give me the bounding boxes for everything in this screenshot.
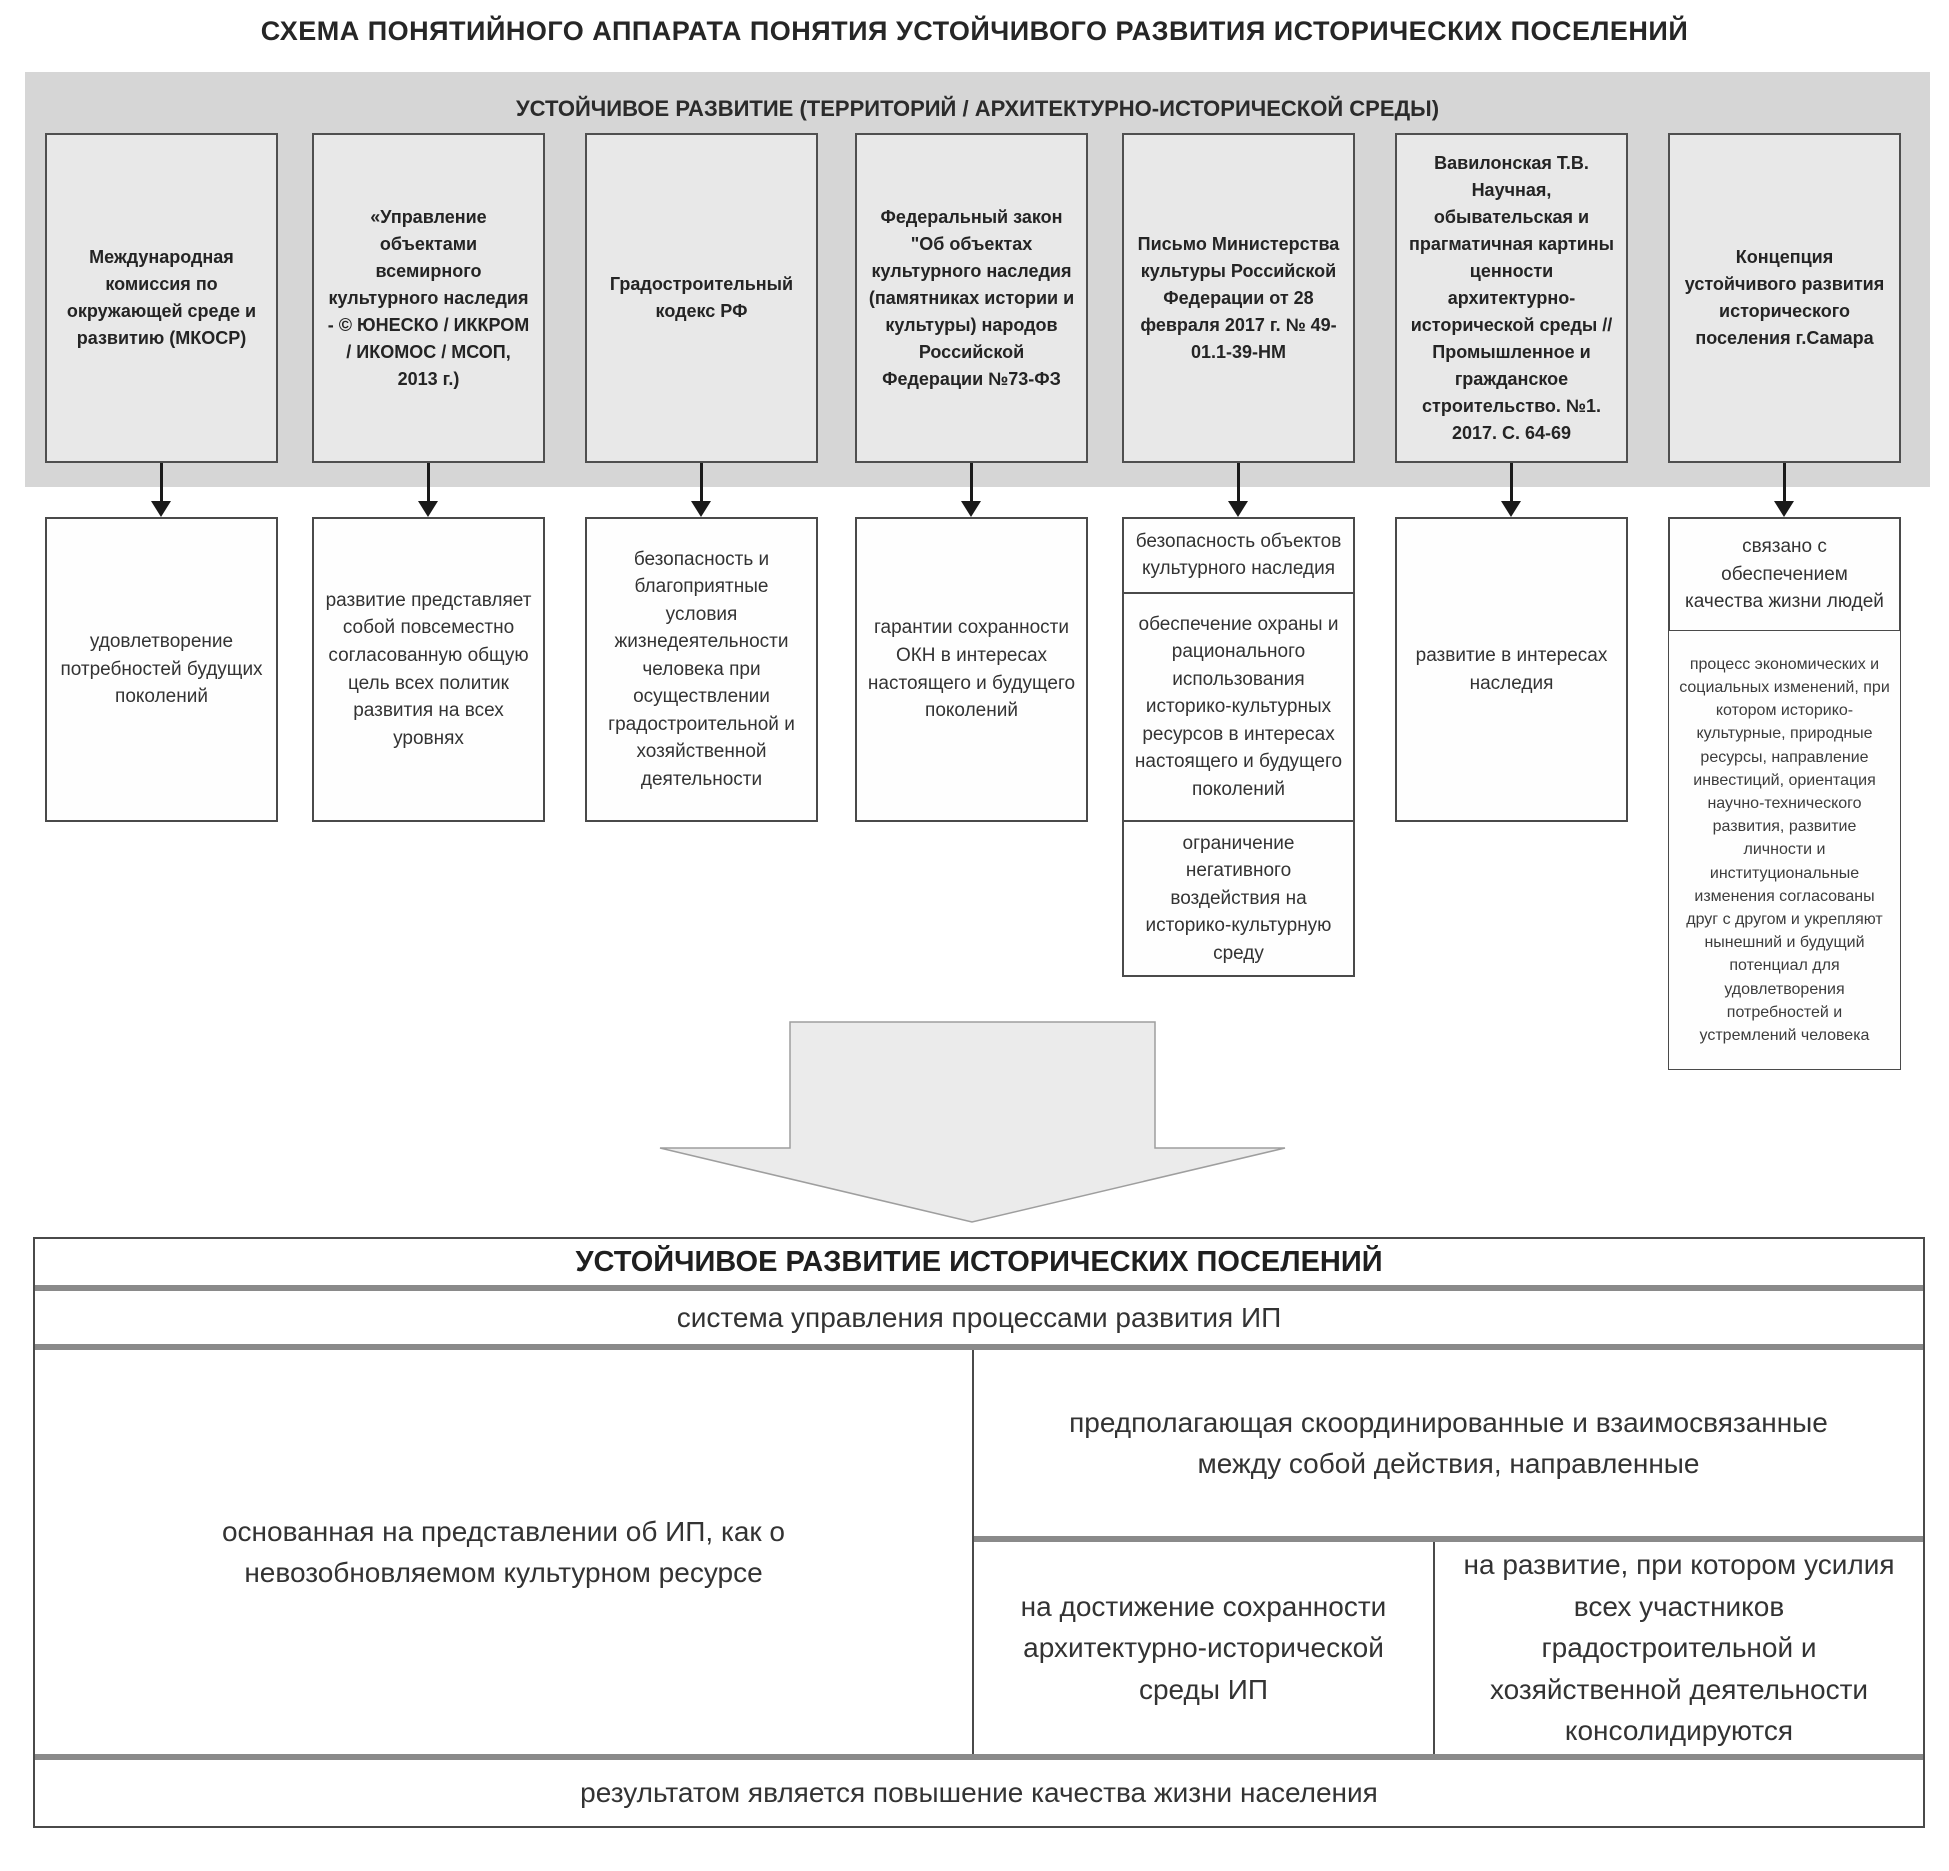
definition-box-safety-conditions: безопасность и благоприятные условия жиз… (585, 517, 818, 822)
source-box-mkosr: Международная комиссия по окружающей сре… (45, 133, 278, 463)
result-subcells: на достижение сохранности архитектурно-и… (974, 1542, 1923, 1754)
page-title: СХЕМА ПОНЯТИЙНОГО АППАРАТА ПОНЯТИЯ УСТОЙ… (260, 16, 1689, 46)
down-arrow-icon (1774, 463, 1794, 519)
result-right-column: предполагающая скоординированные и взаим… (974, 1350, 1923, 1754)
definition-box-development-goal: развитие представляет собой повсеместно … (312, 517, 545, 822)
result-cell-consolidation: на развитие, при котором усилия всех уча… (1463, 1549, 1895, 1747)
arrow-shaft (1509, 463, 1513, 503)
arrow-head (418, 501, 438, 517)
result-cell-resource: основанная на представлении об ИП, как о… (35, 1350, 974, 1754)
definition-box-heritage-safety: безопасность объектов культурного наслед… (1122, 517, 1355, 594)
arrow-head (151, 501, 171, 517)
definition-box-process-changes: процесс экономических и социальных измен… (1668, 630, 1901, 1070)
arrow-shaft (699, 463, 703, 503)
source-box-gradkodeks: Градостроительный кодекс РФ (585, 133, 818, 463)
arrow-head (691, 501, 711, 517)
arrow-shaft (159, 463, 163, 503)
down-arrow-icon (691, 463, 711, 519)
source-box-samara-concept: Концепция устойчивого развития историчес… (1668, 133, 1901, 463)
down-arrow-icon (1501, 463, 1521, 519)
banner-title: УСТОЙЧИВОЕ РАЗВИТИЕ (ТЕРРИТОРИЙ / АРХИТЕ… (515, 96, 1440, 121)
definition-box-negative-impact: ограничение негативного воздействия на и… (1122, 820, 1355, 977)
arrow-head (1501, 501, 1521, 517)
result-table-title: УСТОЙЧИВОЕ РАЗВИТИЕ ИСТОРИЧЕСКИХ ПОСЕЛЕН… (575, 1245, 1383, 1278)
result-table-body: основанная на представлении об ИП, как о… (35, 1344, 1923, 1754)
source-box-vavilonskaya: Вавилонская Т.В. Научная, обывательская … (1395, 133, 1628, 463)
definition-box-heritage-interests: развитие в интересах наследия (1395, 517, 1628, 822)
big-down-arrow-icon (659, 1021, 1286, 1223)
arrow-head (1228, 501, 1248, 517)
down-arrow-icon (1228, 463, 1248, 519)
arrow-shaft (969, 463, 973, 503)
arrow-shaft (1236, 463, 1240, 503)
source-box-minkult-letter: Письмо Министерства культуры Российской … (1122, 133, 1355, 463)
source-box-unesco: «Управление объектами всемирного культур… (312, 133, 545, 463)
definition-box-needs: удовлетворение потребностей будущих поко… (45, 517, 278, 822)
result-cell-actions: предполагающая скоординированные и взаим… (974, 1350, 1923, 1542)
arrow-head (1774, 501, 1794, 517)
arrow-shaft (1782, 463, 1786, 503)
result-cell-preservation: на достижение сохранности архитектурно-и… (974, 1542, 1435, 1754)
down-arrow-icon (961, 463, 981, 519)
arrow-shaft (426, 463, 430, 503)
arrow-head (961, 501, 981, 517)
result-table-subtitle: система управления процессами развития И… (35, 1285, 1923, 1344)
definition-box-protection-use: обеспечение охраны и рационального испол… (1122, 592, 1355, 822)
down-arrow-icon (151, 463, 171, 519)
definition-box-okn-guarantees: гарантии сохранности ОКН в интересах нас… (855, 517, 1088, 822)
source-box-fz73: Федеральный закон "Об объектах культурно… (855, 133, 1088, 463)
definition-box-life-quality: связано с обеспечением качества жизни лю… (1668, 517, 1901, 632)
result-table: УСТОЙЧИВОЕ РАЗВИТИЕ ИСТОРИЧЕСКИХ ПОСЕЛЕН… (33, 1237, 1925, 1828)
result-cell-outcome: результатом является повышение качества … (35, 1754, 1923, 1826)
down-arrow-icon (418, 463, 438, 519)
